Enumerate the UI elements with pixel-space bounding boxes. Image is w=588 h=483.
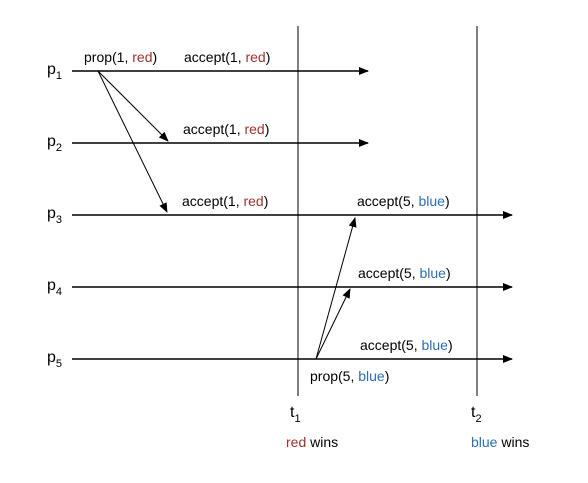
process-label-p2: p2 [47, 133, 62, 154]
time-label-t1: t1 [290, 404, 301, 425]
accept-label-red-p1: accept(1, red) [184, 49, 270, 65]
process-label-p3: p3 [47, 205, 62, 226]
process-label-p1: p1 [47, 61, 62, 82]
prop-label-red: prop(1, red) [84, 49, 157, 65]
accept-label-blue-p5: accept(5, blue) [360, 337, 453, 353]
message-arrow-p1-to-p2 [97, 70, 169, 142]
prop-label-blue: prop(5, blue) [310, 368, 389, 384]
accept-label-red-p3: accept(1, red) [182, 193, 268, 209]
time-label-t2: t2 [471, 404, 482, 425]
process-label-p4: p4 [47, 277, 62, 298]
process-label-p5: p5 [47, 349, 62, 370]
accept-label-red-p2: accept(1, red) [183, 121, 269, 137]
outcome-label-t1: red wins [286, 434, 338, 450]
message-arrow-p1-to-p3 [97, 70, 168, 213]
message-arrow-p5-to-p4 [315, 288, 351, 360]
accept-label-blue-p3: accept(5, blue) [357, 193, 450, 209]
accept-label-blue-p4: accept(5, blue) [358, 265, 451, 281]
outcome-label-t2: blue wins [471, 434, 529, 450]
message-arrow-p5-to-p3 [315, 217, 357, 360]
